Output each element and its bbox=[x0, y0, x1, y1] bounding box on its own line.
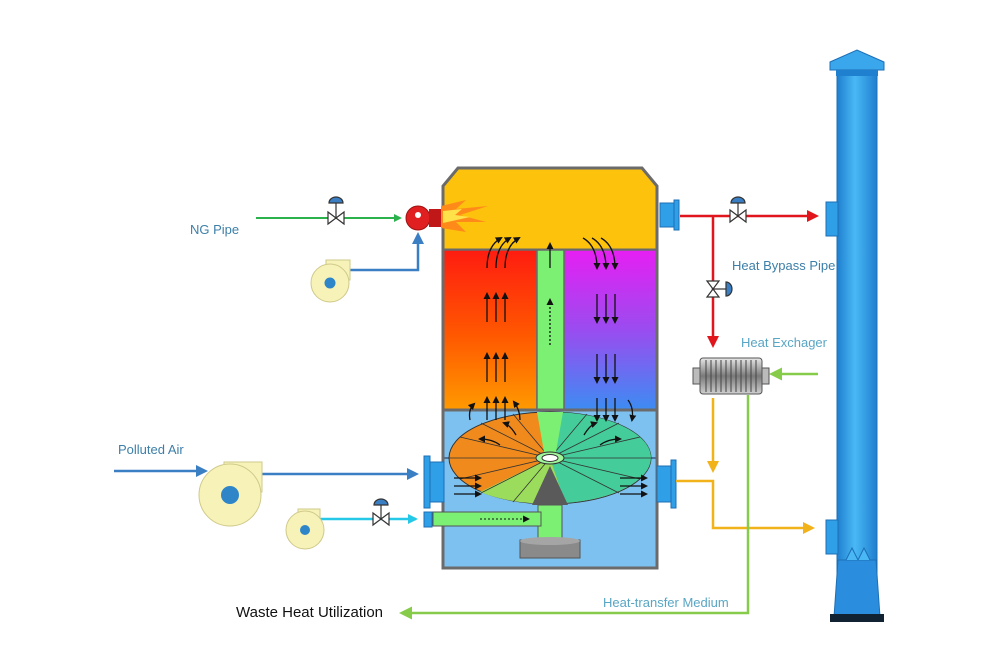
waste-heat-utilization-label: Waste Heat Utilization bbox=[236, 604, 383, 621]
rotary-diverter-icon bbox=[448, 411, 652, 559]
valve-icon bbox=[705, 280, 733, 298]
flow-arrows bbox=[454, 237, 648, 498]
vessel-flanges bbox=[423, 199, 680, 528]
polluted-air-label: Polluted Air bbox=[118, 442, 184, 457]
medium-return-line bbox=[399, 395, 750, 620]
fan-icon bbox=[285, 508, 325, 550]
fan-icon bbox=[310, 259, 351, 303]
chimney-stack-icon bbox=[825, 49, 885, 622]
valve-icon bbox=[729, 196, 747, 224]
valve-icon bbox=[372, 498, 390, 527]
exhaust-line bbox=[676, 479, 815, 534]
ng-pipe-label: NG Pipe bbox=[190, 222, 240, 237]
heat-bypass-pipe-label: Heat Bypass Pipe bbox=[732, 258, 836, 273]
combustion-air-line bbox=[350, 232, 424, 272]
fan-icon bbox=[198, 461, 263, 527]
heat-transfer-medium-label: Heat-transfer Medium bbox=[603, 595, 729, 610]
heat-exchanger-label: Heat Exchager bbox=[741, 335, 827, 350]
burner-icon bbox=[405, 200, 488, 232]
valve-icon bbox=[327, 196, 345, 226]
purge-duct bbox=[432, 511, 542, 527]
heat-exchanger-icon bbox=[692, 357, 770, 395]
